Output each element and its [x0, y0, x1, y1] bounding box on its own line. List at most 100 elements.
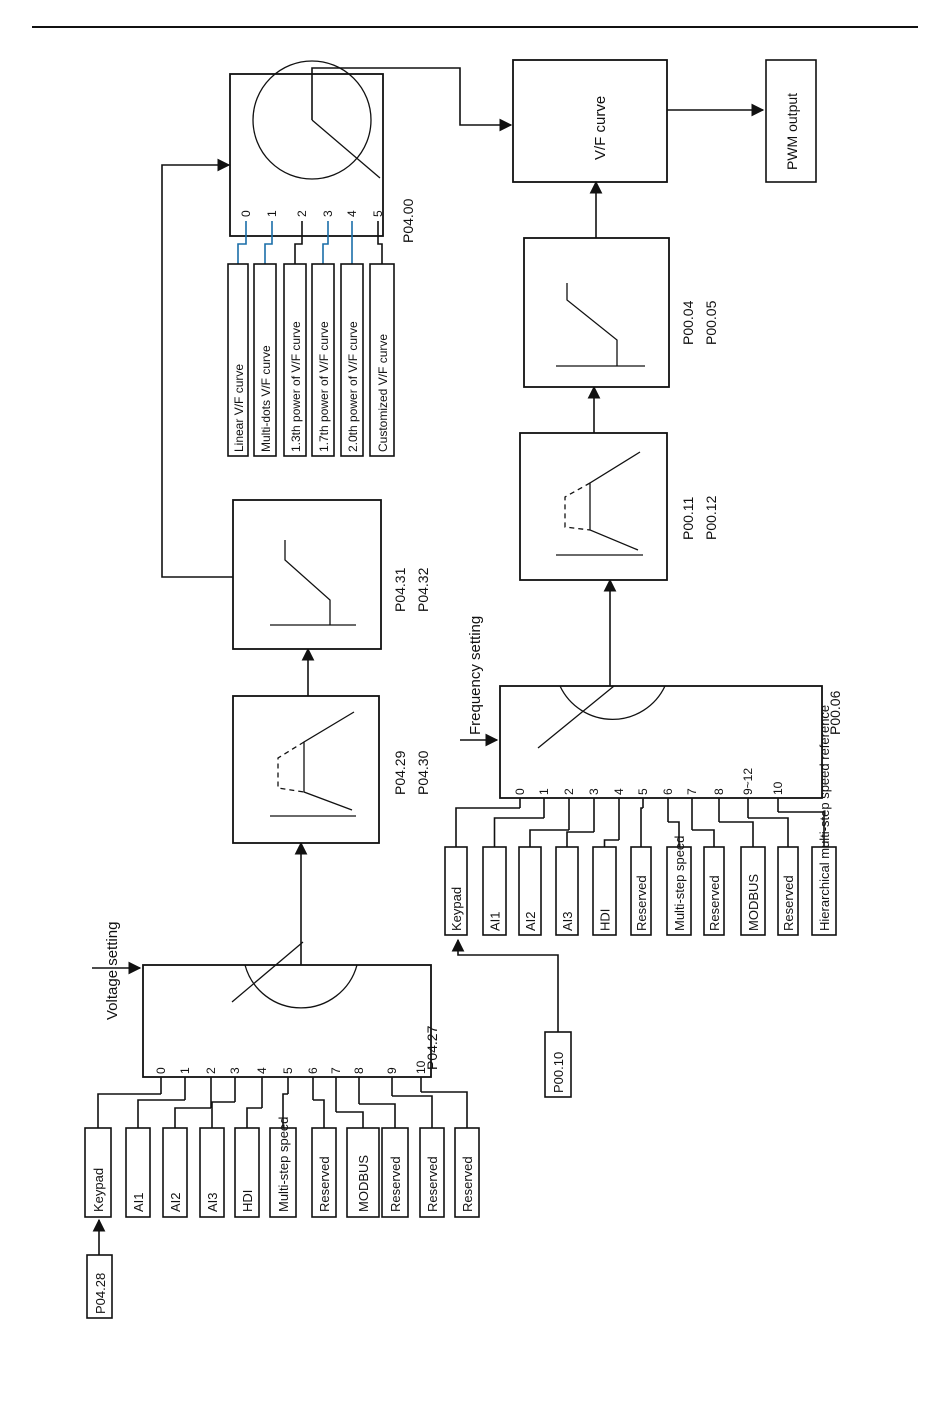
vf-curve-type-box[interactable] [340, 263, 364, 457]
frequency-source-label: HDI [598, 909, 613, 931]
voltage-setting-label: Voltage setting [104, 922, 121, 1020]
frequency-limit-block[interactable] [519, 432, 668, 581]
voltage-limit-param-2: P04.30 [415, 750, 431, 795]
frequency-selector-number: 9~12 [741, 768, 755, 795]
voltage-source-label: Reserved [425, 1156, 440, 1212]
frequency-source-box[interactable] [444, 846, 468, 936]
vf-curve-type-box[interactable] [227, 263, 249, 457]
vf-curve-type-label: Linear V/F curve [232, 364, 246, 452]
frequency-ramp-param-2: P00.05 [703, 300, 719, 345]
voltage-source-box[interactable] [162, 1127, 188, 1218]
vf-curve-type-label: Multi-dots V/F curve [259, 345, 273, 452]
frequency-source-box[interactable] [811, 846, 837, 936]
voltage-source-box[interactable] [199, 1127, 225, 1218]
voltage-selector-number: 0 [154, 1067, 168, 1074]
voltage-selector-box [142, 964, 432, 1078]
frequency-source-label: Hierarchical multi-step speed reference [817, 705, 832, 931]
frequency-source-box[interactable] [630, 846, 652, 936]
frequency-selector-number: 0 [513, 788, 527, 795]
voltage-source-box[interactable] [234, 1127, 260, 1218]
frequency-source-label: Reserved [707, 875, 722, 931]
frequency-selector-number: 4 [612, 788, 626, 795]
frequency-limit-symbol [556, 451, 643, 556]
voltage-selector-number: 5 [281, 1067, 295, 1074]
voltage-selector-number: 2 [204, 1067, 218, 1074]
frequency-selector-box [499, 685, 823, 799]
frequency-source-label: AI1 [488, 911, 503, 931]
frequency-source-label: Reserved [634, 875, 649, 931]
frequency-source-label: AI2 [523, 911, 538, 931]
frequency-source-box[interactable] [482, 846, 507, 936]
voltage-limit-symbol [270, 711, 356, 817]
voltage-source-box[interactable] [125, 1127, 151, 1218]
frequency-source-box[interactable] [555, 846, 579, 936]
frequency-source-label: Keypad [449, 887, 464, 931]
voltage-source-box[interactable] [381, 1127, 409, 1218]
voltage-limit-block[interactable] [232, 695, 380, 844]
voltage-source-label: AI2 [168, 1192, 183, 1212]
pwm-output-label: PWM output [784, 93, 800, 170]
voltage-ramp-param-2: P04.32 [415, 567, 431, 612]
vf-curve-type-box[interactable] [283, 263, 307, 457]
frequency-source-box[interactable] [592, 846, 617, 936]
frequency-source-box[interactable] [703, 846, 725, 936]
frequency-selector-number: 6 [661, 788, 675, 795]
vf-curve-type-box[interactable] [253, 263, 277, 457]
voltage-source-label: MODBUS [356, 1155, 371, 1212]
vf-selector-number: 4 [345, 210, 359, 217]
vf-selector-number: 3 [321, 210, 335, 217]
frequency-source-box[interactable] [666, 846, 692, 936]
voltage-selector-symbol [231, 941, 358, 1009]
frequency-selector-number: 10 [771, 781, 785, 795]
frequency-source-param-box [544, 1031, 572, 1098]
voltage-source-param: P04.28 [93, 1273, 108, 1314]
frequency-source-box[interactable] [777, 846, 799, 936]
voltage-selector-number: 10 [414, 1060, 428, 1074]
frequency-selector-number: 8 [712, 788, 726, 795]
voltage-source-box[interactable] [269, 1127, 297, 1218]
voltage-selector-number: 9 [385, 1067, 399, 1074]
vf-selector-param: P04.00 [400, 198, 416, 243]
frequency-selector-number: 3 [587, 788, 601, 795]
voltage-ramp-block[interactable] [232, 499, 382, 650]
frequency-selector-number: 1 [537, 788, 551, 795]
voltage-source-label: AI1 [131, 1192, 146, 1212]
voltage-source-box[interactable] [84, 1127, 112, 1218]
voltage-source-label: Keypad [91, 1168, 106, 1212]
frequency-source-box[interactable] [740, 846, 766, 936]
voltage-selector-number: 3 [228, 1067, 242, 1074]
vf-curve-type-label: Customized V/F curve [376, 334, 390, 452]
voltage-limit-param-1: P04.29 [392, 750, 408, 795]
voltage-selector-number: 8 [352, 1067, 366, 1074]
voltage-source-label: AI3 [205, 1192, 220, 1212]
frequency-limit-param-2: P00.12 [703, 495, 719, 540]
voltage-ramp-param-1: P04.31 [392, 567, 408, 612]
frequency-ramp-block[interactable] [523, 237, 670, 388]
frequency-source-label: MODBUS [746, 874, 761, 931]
frequency-source-label: Reserved [781, 875, 796, 931]
voltage-source-box[interactable] [419, 1127, 445, 1218]
vf-selector-number: 1 [265, 210, 279, 217]
vf-curve-type-box[interactable] [311, 263, 335, 457]
voltage-ramp-symbol [270, 540, 356, 626]
frequency-limit-param-1: P00.11 [680, 496, 696, 540]
voltage-source-label: Multi-step speed [276, 1117, 291, 1212]
frequency-source-box[interactable] [518, 846, 542, 936]
vf-curve-type-box[interactable] [369, 263, 395, 457]
voltage-source-box[interactable] [311, 1127, 337, 1218]
voltage-source-box[interactable] [454, 1127, 480, 1218]
voltage-source-box[interactable] [346, 1127, 380, 1218]
voltage-selector-param: P04.27 [424, 1025, 440, 1070]
voltage-source-wires [97, 1077, 468, 1128]
frequency-source-param: P00.10 [551, 1052, 566, 1093]
pwm-output-block[interactable] [765, 59, 817, 183]
vf-curve-block[interactable] [512, 59, 668, 183]
